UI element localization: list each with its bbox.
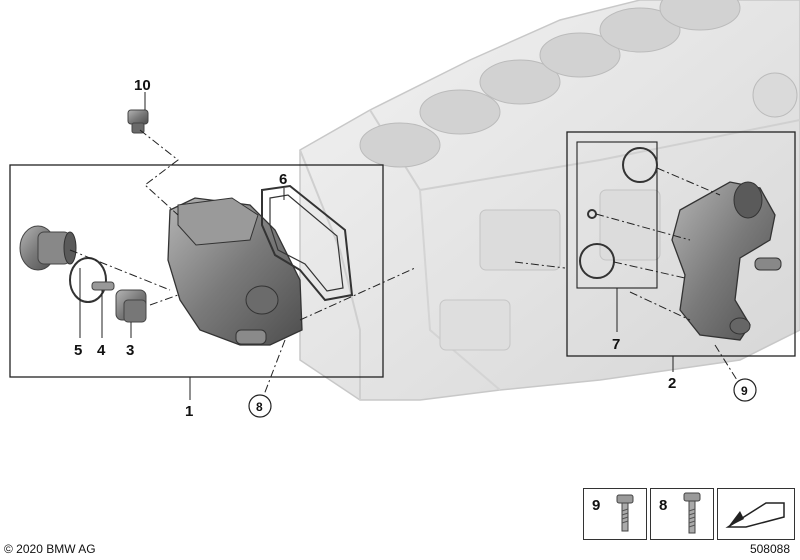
label-part-3: 3	[126, 342, 134, 359]
arrow-symbol-icon	[725, 502, 785, 528]
group-box-2	[566, 131, 796, 357]
pin-part	[91, 281, 115, 291]
circled-label-8: 8	[248, 394, 272, 418]
bolt-icon	[616, 494, 634, 532]
coolant-outlet-icon	[671, 181, 782, 341]
group-box-1	[9, 164, 384, 378]
label-part-7: 7	[612, 336, 620, 353]
o-ring-part	[69, 257, 107, 303]
label-part-4: 4	[97, 342, 106, 359]
bolt-icon	[683, 492, 701, 534]
diagram-id: 508088	[749, 542, 790, 556]
circled-label-9: 9	[733, 378, 757, 402]
svg-text:9: 9	[741, 384, 748, 398]
assembly-lines	[69, 129, 743, 401]
leader-lines	[79, 92, 674, 400]
gasket-part	[261, 184, 354, 302]
thermostat-part	[115, 289, 147, 323]
label-part-1: 1	[185, 403, 193, 420]
label-part-10: 10	[134, 77, 151, 94]
label-part-5: 5	[74, 342, 82, 359]
legend-bolt-8: 8	[650, 488, 714, 540]
legend-number-8: 8	[659, 497, 668, 514]
svg-text:8: 8	[256, 400, 263, 414]
legend-number-9: 9	[592, 497, 601, 514]
legend-arrow-symbol	[717, 488, 795, 540]
engine-block	[299, 0, 800, 401]
thermostat-housing-icon	[167, 197, 303, 346]
label-part-6: 6	[279, 171, 287, 188]
outlet-flange-part	[19, 225, 77, 271]
legend-bolt-9: 9	[583, 488, 647, 540]
temperature-sensor-part	[127, 109, 149, 134]
copyright-text: © 2020 BMW AG	[4, 542, 96, 556]
label-part-2: 2	[668, 375, 676, 392]
